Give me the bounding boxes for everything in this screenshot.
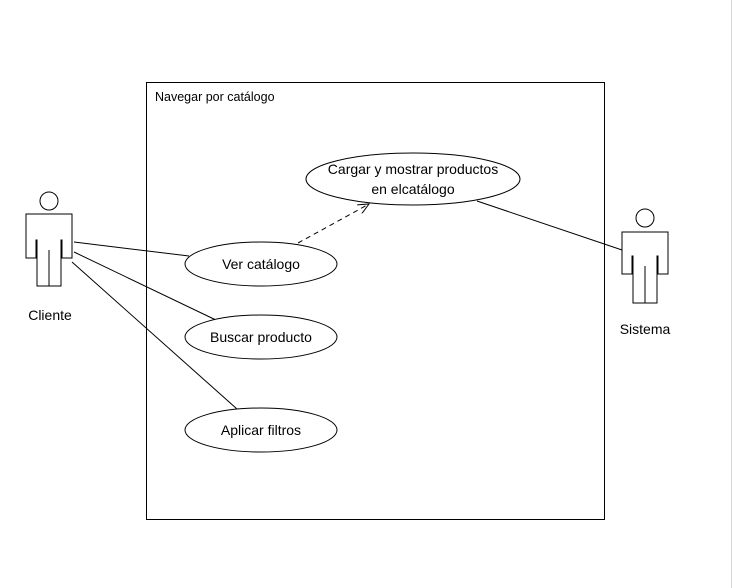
system-boundary-title: Navegar por catálogo [155,90,275,104]
dependency-arrow-ver-catalogo-to-cargar [297,204,369,244]
association-cliente-aplicar-filtros [71,261,238,410]
actor-cliente-label: Cliente [28,307,72,323]
use-case-cargar-line1: Cargar y mostrar productos [328,161,498,177]
actor-sistema: Sistema [620,208,671,337]
association-cliente-buscar-producto [73,251,219,322]
use-case-ver-catalogo-label: Ver catálogo [222,256,300,272]
system-boundary [146,82,605,520]
use-case-aplicar-filtros: Aplicar filtros [184,407,338,453]
association-cliente-ver-catalogo [73,241,190,257]
actor-sistema-label: Sistema [620,321,671,337]
actor-cliente: Cliente [25,191,73,323]
use-case-cargar-productos: Cargar y mostrar productos en elcatálogo [305,152,521,206]
use-case-buscar-producto-label: Buscar producto [210,329,312,345]
use-case-cargar-line2: en elcatálogo [371,181,455,197]
use-case-ver-catalogo: Ver catálogo [184,241,338,287]
actor-cliente-head [39,191,59,211]
use-case-buscar-producto: Buscar producto [184,314,338,360]
actor-sistema-head [635,208,655,228]
association-sistema-cargar [476,200,626,252]
use-case-aplicar-filtros-label: Aplicar filtros [221,422,301,438]
